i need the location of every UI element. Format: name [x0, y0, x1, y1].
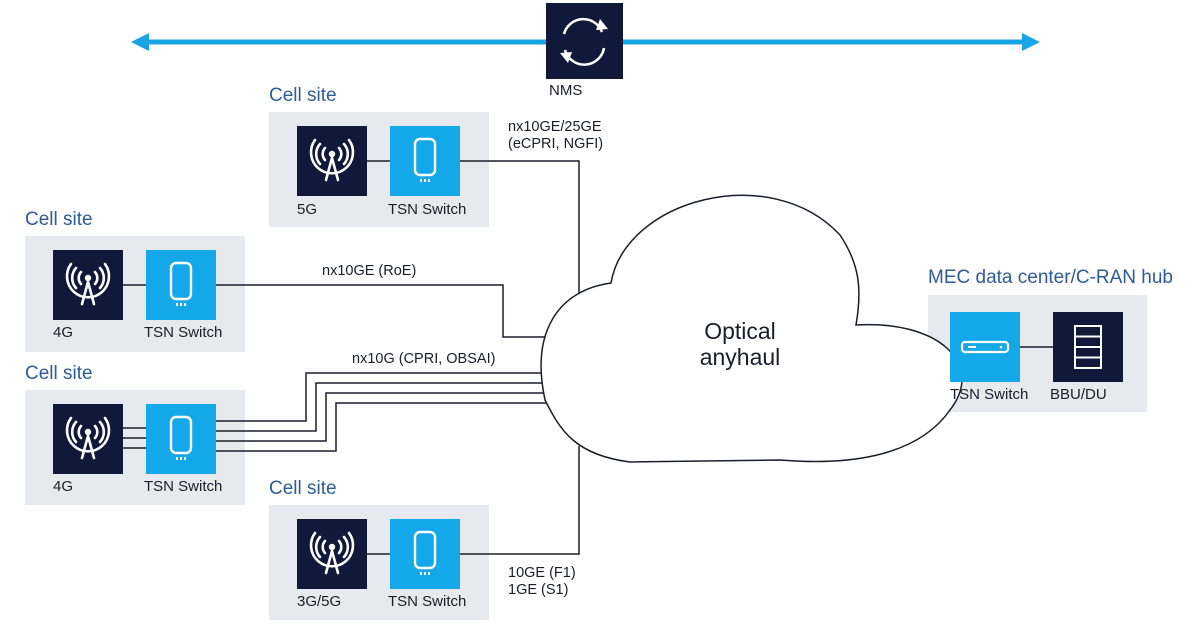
sync-icon — [560, 17, 608, 66]
link-label-site4-f1: 10GE (F1) — [508, 565, 576, 581]
rack-switch-icon — [960, 340, 1010, 354]
connection-lines — [123, 160, 1053, 555]
bbu-du-device[interactable] — [1053, 312, 1123, 382]
tsn-switch-device[interactable] — [390, 519, 460, 589]
cloud-label-line1: Optical — [704, 318, 776, 344]
radio-3g-5g-device[interactable] — [297, 519, 367, 589]
mec-tsn-switch-device[interactable] — [950, 312, 1020, 382]
link-label-site2: nx10GE (RoE) — [322, 263, 417, 279]
link-label-site4-s1: 1GE (S1) — [508, 582, 569, 598]
nms-label: NMS — [549, 82, 583, 99]
radio-4g-device[interactable] — [53, 404, 123, 474]
switch-label: TSN Switch — [144, 324, 223, 341]
bbu-label: BBU/DU — [1050, 386, 1107, 403]
radio-5g-device[interactable] — [297, 126, 367, 196]
radio-label: 3G/5G — [297, 593, 342, 610]
tsn-switch-device[interactable] — [146, 250, 216, 320]
radio-4g-device[interactable] — [53, 250, 123, 320]
switch-label: TSN Switch — [144, 478, 223, 495]
cloud-label-line2: anyhaul — [699, 344, 781, 370]
radio-label: 5G — [297, 201, 318, 218]
optical-anyhaul-cloud — [540, 194, 963, 463]
cell-site-title: Cell site — [269, 478, 337, 499]
mec-switch-label: TSN Switch — [950, 386, 1029, 403]
switch-label: TSN Switch — [388, 593, 467, 610]
server-rack-icon — [1074, 325, 1102, 369]
radio-label: 4G — [53, 324, 74, 341]
switch-label: TSN Switch — [388, 201, 467, 218]
cell-site-title: Cell site — [269, 85, 337, 106]
mec-title: MEC data center/C-RAN hub — [928, 267, 1173, 288]
cell-site-title: Cell site — [25, 363, 93, 384]
link-label-site1-protocol: (eCPRI, NGFI) — [508, 136, 604, 152]
tsn-switch-device[interactable] — [390, 126, 460, 196]
cell-site-title: Cell site — [25, 209, 93, 230]
radio-label: 4G — [53, 478, 74, 495]
nms-box[interactable] — [546, 3, 623, 79]
link-label-site3: nx10G (CPRI, OBSAI) — [352, 351, 496, 367]
tsn-switch-device[interactable] — [146, 404, 216, 474]
link-label-site1-rate: nx10GE/25GE — [508, 119, 602, 135]
